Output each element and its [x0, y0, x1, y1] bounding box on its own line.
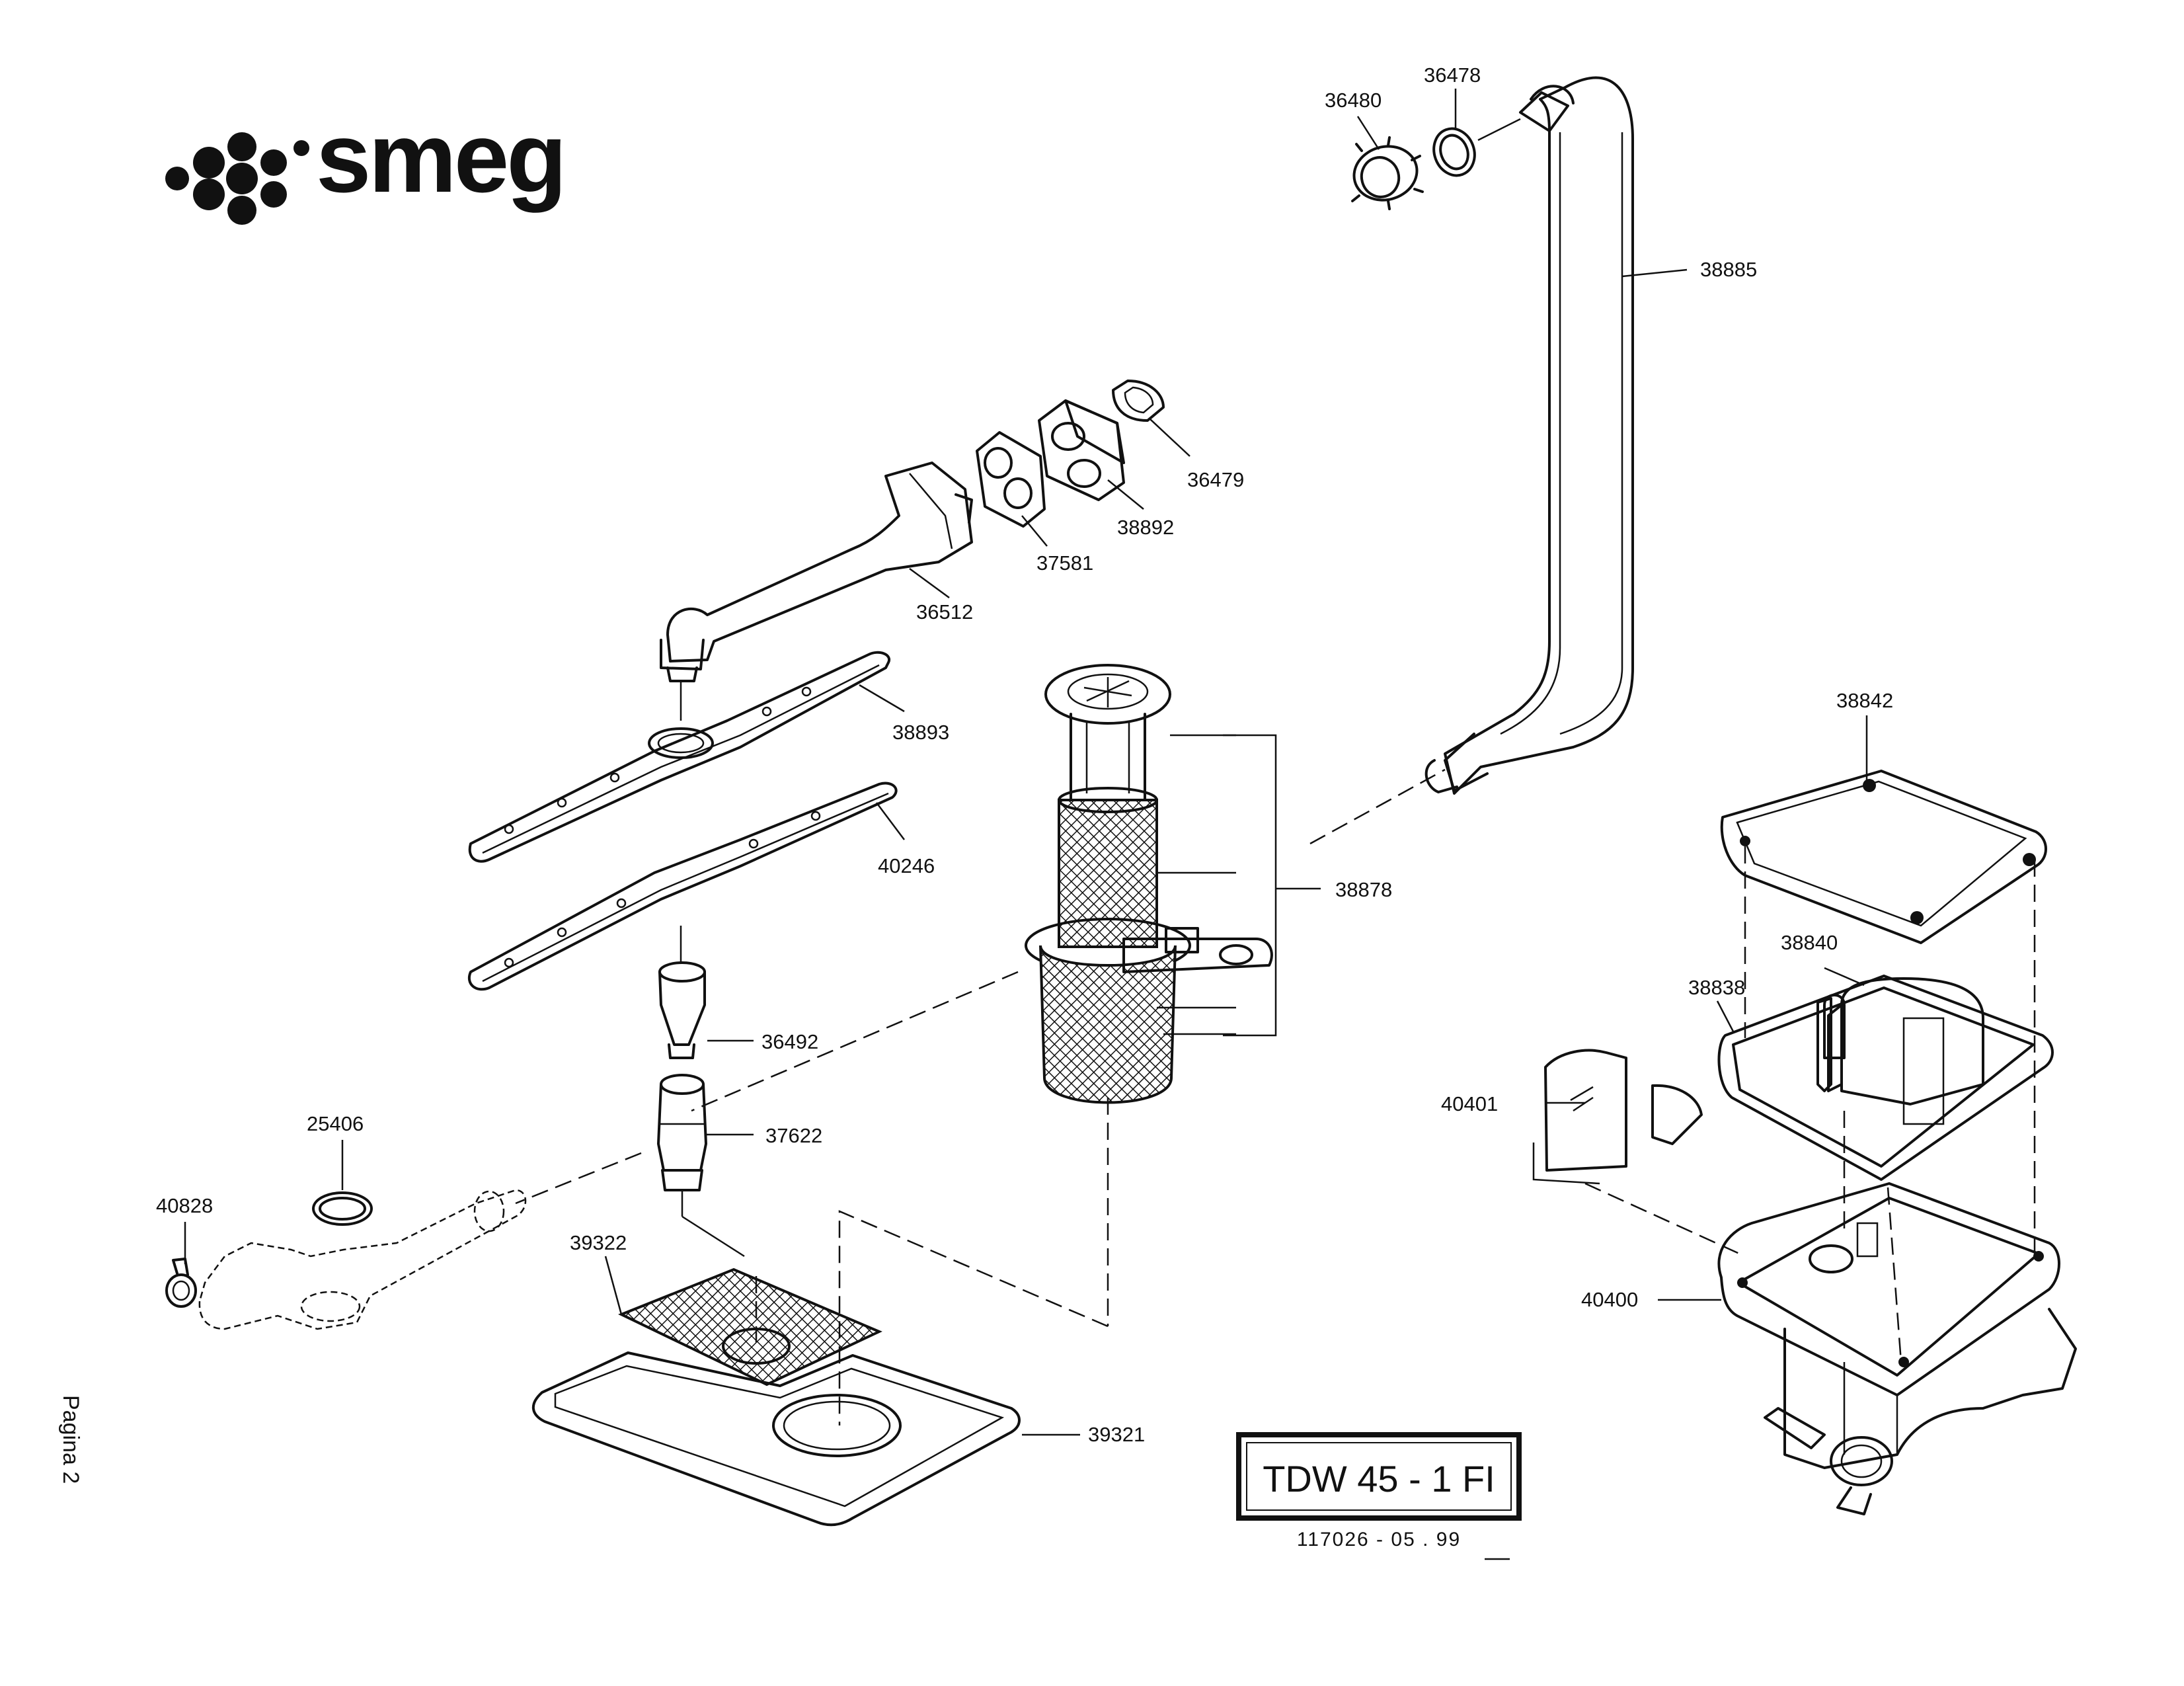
part-38838-gasket [1717, 975, 2054, 1181]
label-36480: 36480 [1325, 89, 1382, 112]
label-40401: 40401 [1441, 1092, 1498, 1115]
part-36512-upper-supply-tube [660, 462, 973, 682]
label-39321: 39321 [1088, 1423, 1145, 1446]
logo-dots-icon [165, 132, 309, 225]
part-36492-nozzle [658, 961, 706, 1059]
label-36479: 36479 [1187, 468, 1244, 491]
part-36480-ring-nut [1351, 136, 1424, 210]
part-39322-micro-filter [618, 1267, 882, 1386]
part-38892-connector [1038, 399, 1125, 501]
label-39322: 39322 [570, 1231, 627, 1254]
label-38838: 38838 [1688, 976, 1745, 999]
label-36512: 36512 [916, 600, 973, 623]
page-label: Pagina 2 [58, 1395, 83, 1484]
part-40400-sump-base [1717, 1182, 2077, 1515]
label-38885: 38885 [1700, 258, 1757, 281]
assembly-centerlines [515, 768, 2036, 1425]
part-40828-hose-clamp [165, 1258, 197, 1308]
document-number: 117026 - 05 . 99 [1297, 1529, 1461, 1550]
label-38878: 38878 [1335, 878, 1392, 901]
label-37581: 37581 [1036, 551, 1093, 575]
label-36492: 36492 [761, 1030, 818, 1053]
label-40246: 40246 [878, 854, 935, 877]
part-38878-filter-assembly [1025, 664, 1273, 1104]
model-name: TDW 45 - 1 FI [1263, 1458, 1495, 1500]
part-37622-hub [657, 1074, 707, 1191]
part-36478-o-ring [1432, 127, 1476, 177]
smeg-logo: smeg [165, 102, 567, 225]
part-38885-pipe [1424, 76, 1634, 795]
part-39321-sump-plate [531, 1351, 1021, 1527]
label-38840: 38840 [1781, 931, 1838, 954]
label-36478: 36478 [1424, 63, 1481, 87]
bracket-38878 [1157, 734, 1321, 1037]
label-38892: 38892 [1117, 516, 1174, 539]
part-37581-gasket [976, 431, 1046, 528]
label-38893: 38893 [892, 721, 949, 744]
part-40401-bracket [1532, 1049, 1703, 1185]
part-40246-lower-spray-arm [468, 782, 898, 991]
label-25406: 25406 [307, 1112, 364, 1135]
model-box: TDW 45 - 1 FI 117026 - 05 . 99 [1236, 1432, 1522, 1550]
label-38842: 38842 [1836, 689, 1893, 712]
part-25406-o-ring [312, 1191, 373, 1226]
label-40828: 40828 [156, 1194, 213, 1217]
part-38893-upper-spray-arm [468, 651, 891, 863]
sump-hose-ghost [198, 1189, 527, 1330]
part-36479-seal [1112, 380, 1165, 422]
leader-lines [184, 89, 1868, 1436]
label-37622: 37622 [765, 1124, 822, 1147]
part-38842-cover [1720, 770, 2047, 944]
label-40400: 40400 [1581, 1288, 1638, 1311]
logo-wordmark: smeg [316, 102, 565, 213]
part-labels: 36480 36478 38885 36479 38892 37581 3651… [156, 63, 1893, 1446]
